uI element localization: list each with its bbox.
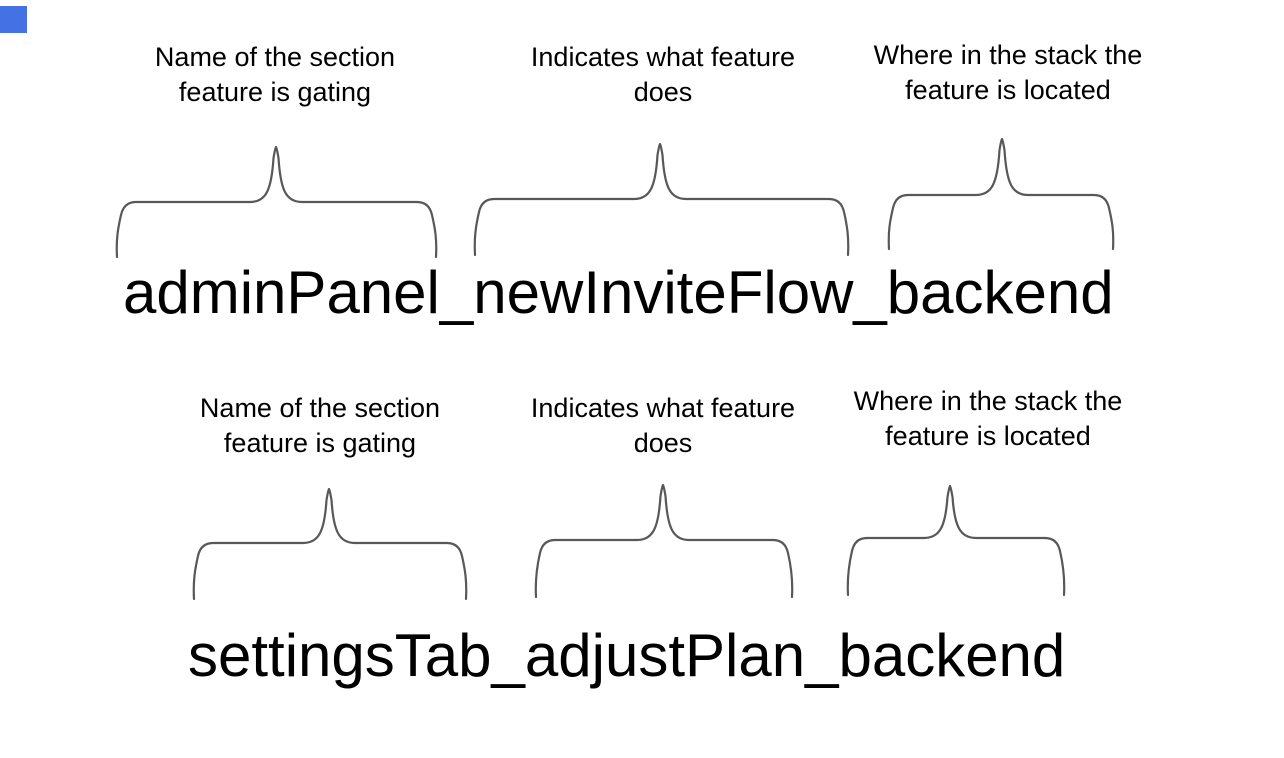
annotation-row2-section-label: Name of the section feature is gating [199,393,441,458]
flag-name-1: adminPanel_newInviteFlow_backend [123,259,1114,326]
annotation-row2-feature-label: Indicates what feature does [530,393,796,458]
brace-row1-section-icon [115,145,438,259]
brace-row2-section-icon [192,487,468,601]
selection-handle-square [0,6,27,33]
brace-row1-feature-icon [473,142,850,257]
annotation-row2-stack-label: Where in the stack the feature is locate… [853,386,1123,451]
annotation-row1-feature-label: Indicates what feature does [530,42,796,107]
annotation-row1-stack-label: Where in the stack the feature is locate… [873,40,1143,105]
annotation-row1-section-label: Name of the section feature is gating [154,42,396,107]
brace-row2-stack-icon [846,484,1066,597]
brace-row2-feature-icon [534,483,794,599]
brace-row1-stack-icon [887,137,1115,251]
flag-name-2: settingsTab_adjustPlan_backend [188,622,1066,689]
